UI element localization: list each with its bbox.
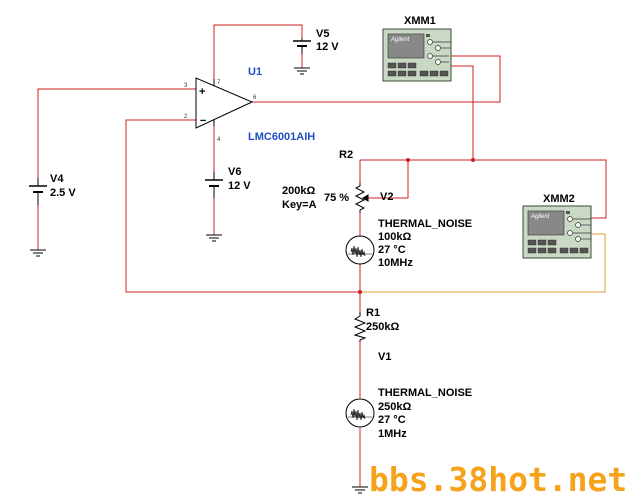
wire-r2-wiper[interactable]	[368, 160, 409, 199]
v4-value: 2.5 V	[50, 187, 76, 199]
wire-feedback[interactable]	[125, 119, 360, 293]
v2-name: V2	[380, 191, 393, 203]
tn2-temperature: 27 °C	[378, 414, 406, 426]
tn2-name: THERMAL_NOISE	[378, 387, 472, 399]
v6-value: 12 V	[228, 180, 251, 192]
noise-source-tn1[interactable]	[345, 235, 375, 265]
ground-icon-v1	[352, 486, 368, 494]
wire-u1-out-to-xmm1[interactable]	[252, 55, 501, 103]
pin-7-label: 7	[217, 80, 221, 86]
pin-6-label: 6	[253, 95, 257, 101]
xmm2-label: XMM2	[543, 193, 575, 205]
potentiometer-r2[interactable]	[354, 183, 369, 213]
xmm1-brand: Agilent	[390, 37, 410, 43]
tn1-bandwidth: 10MHz	[378, 257, 413, 269]
battery-v4[interactable]	[29, 178, 47, 205]
xmm2-buttons	[527, 239, 589, 254]
ground-symbols	[30, 67, 368, 494]
v5-value: 12 V	[316, 41, 339, 53]
tn2-bandwidth: 1MHz	[378, 428, 407, 440]
battery-v5[interactable]	[293, 38, 311, 54]
xmm1-terminals	[427, 39, 441, 65]
xmm1-buttons	[387, 62, 449, 77]
xmm2-terminals	[567, 216, 581, 242]
r2-percent: 75 %	[324, 192, 349, 204]
r1-name: R1	[366, 307, 380, 319]
resistor-r1[interactable]	[353, 312, 367, 342]
noise-source-tn2[interactable]	[345, 398, 375, 428]
tn1-resistance: 100kΩ	[378, 231, 411, 243]
wire-v5-to-u1[interactable]	[213, 24, 303, 79]
watermark: bbs.38hot.net	[369, 460, 627, 497]
junction-node	[358, 290, 362, 294]
junction-top-right	[471, 158, 475, 162]
wire-top-rail[interactable]	[360, 159, 607, 219]
battery-v6[interactable]	[205, 172, 223, 198]
pin-4-label: 4	[217, 137, 221, 143]
r2-name: R2	[339, 149, 353, 161]
tn1-name: THERMAL_NOISE	[378, 218, 472, 230]
xmm2-brand: Agilent	[530, 214, 550, 220]
opamp-u1[interactable]: + − 3 2 7 4 6	[184, 77, 257, 143]
v5-name: V5	[316, 28, 329, 40]
v1-name: V1	[378, 351, 391, 363]
pin-2-label: 2	[184, 114, 188, 120]
wires	[37, 24, 607, 487]
pin-3-label: 3	[184, 83, 188, 89]
wire-xmm1-to-node[interactable]	[449, 65, 474, 160]
ground-icon-v5	[294, 67, 310, 75]
r2-key: Key=A	[282, 199, 317, 211]
tn2-resistance: 250kΩ	[378, 401, 411, 413]
opamp-plus-sign: +	[199, 86, 205, 98]
u1-name: U1	[248, 66, 262, 78]
r1-value: 250kΩ	[366, 321, 399, 333]
wire-v4-to-u1-plus[interactable]	[37, 88, 196, 178]
junction-top-r2	[406, 158, 410, 162]
u1-part: LMC6001AIH	[248, 131, 315, 143]
opamp-minus-sign: −	[200, 115, 206, 127]
tn1-temperature: 27 °C	[378, 244, 406, 256]
wire-node-to-xmm2[interactable]	[360, 233, 606, 293]
xmm1-label: XMM1	[404, 15, 436, 27]
multimeter-xmm1[interactable]: Agilent	[382, 28, 452, 82]
ground-icon-v4	[30, 249, 46, 257]
multimeter-xmm2[interactable]: Agilent	[522, 205, 592, 259]
r2-value: 200kΩ	[282, 185, 315, 197]
v4-name: V4	[50, 173, 64, 185]
v6-name: V6	[228, 166, 241, 178]
ground-icon-v6	[206, 234, 222, 242]
